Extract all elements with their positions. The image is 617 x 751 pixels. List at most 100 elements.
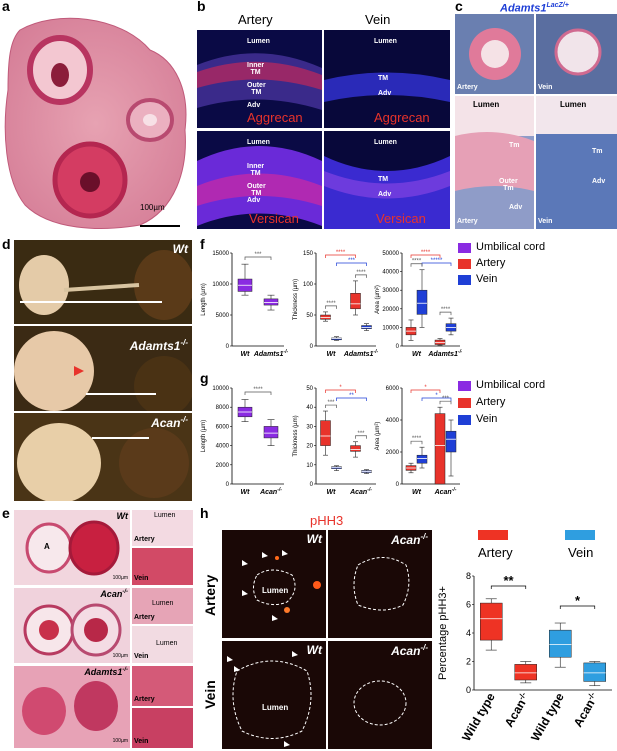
significance-label: ****: [336, 250, 346, 256]
significance-label: *: [424, 385, 427, 391]
x-tick-label: Wt: [241, 351, 251, 358]
y-axis-label: Area (µm²): [375, 285, 381, 314]
y-tick-label: 4000: [216, 444, 230, 450]
y-tick-label: 4000: [386, 418, 400, 424]
y-tick-label: 6000: [386, 386, 400, 392]
legend-h-artery-label: Artery: [478, 545, 513, 560]
significance-bracket: **: [336, 393, 367, 401]
x-tick-label: Wild type: [528, 690, 567, 743]
legend-h-vein-label: Vein: [568, 545, 594, 560]
y-tick-label: 20000: [382, 307, 399, 313]
box-vein: [583, 661, 606, 687]
panel-b-label: b: [197, 0, 206, 14]
y-tick-label: 40: [306, 405, 313, 411]
x-tick-label: Acan-/-: [349, 487, 372, 496]
y-tick-label: 0: [310, 344, 314, 350]
box-vein: [416, 269, 428, 328]
panel-h-wt-vein: Wt Lumen: [222, 641, 326, 749]
y-tick-label: 10000: [212, 386, 229, 392]
y-tick-label: 30000: [382, 288, 399, 294]
box-artery: [350, 441, 361, 458]
box-body: [416, 289, 428, 315]
box-vein: [331, 465, 342, 471]
y-tick-label: 10000: [382, 325, 399, 331]
significance-label: *: [339, 385, 342, 391]
panel-b-vein-aggrecan: Lumen TM Adv Aggrecan: [324, 30, 450, 128]
x-tick-label: Adamts1-/-: [253, 349, 288, 358]
significance-bracket: ****: [325, 301, 337, 309]
panel-e-adamts1-vein-zoom: Vein: [132, 708, 193, 748]
significance-label: ****: [412, 259, 422, 265]
significance-label: ***: [327, 400, 335, 406]
bracket-line: [325, 305, 337, 309]
panel-e-adamts1-section: Adamts1-/- 100µm: [14, 666, 130, 748]
significance-bracket: **: [490, 573, 527, 589]
significance-bracket: ***: [355, 431, 367, 439]
panel-d-adamts1-photo: Adamts1-/-: [14, 326, 192, 411]
significance-label: *: [435, 393, 438, 399]
significance-bracket: ****: [410, 250, 441, 258]
significance-label: ***: [348, 258, 356, 264]
box-artery: [320, 311, 331, 322]
legend-g-umbilical-label: Umbilical cord: [476, 379, 546, 391]
box-vein: [331, 336, 342, 341]
bracket-line: [355, 435, 367, 439]
legend-g-artery-label: Artery: [476, 396, 506, 408]
y-tick-label: 2: [466, 657, 471, 667]
x-tick-label: Acan-/-: [571, 690, 602, 729]
y-tick-label: 4: [466, 628, 471, 638]
panel-c-vein-top: Vein: [536, 14, 617, 94]
box-body: [350, 293, 361, 310]
legend-umbilical-swatch: [458, 243, 471, 253]
y-tick-label: 10: [306, 463, 313, 469]
y-tick-label: 0: [226, 344, 230, 350]
panel-d-wt-photo: Wt: [14, 240, 192, 324]
significance-bracket: *: [410, 385, 441, 393]
panel-d-acan-photo: Acan-/-: [14, 413, 192, 501]
y-tick-label: 6: [466, 600, 471, 610]
box-artery: [405, 462, 417, 474]
y-tick-label: 50: [306, 313, 313, 319]
significance-bracket: ***: [244, 252, 272, 260]
significance-bracket: ***: [325, 400, 337, 409]
legend-g-vein-label: Vein: [476, 413, 498, 425]
legend-g-umbilical-swatch: [458, 381, 471, 391]
significance-label: **: [349, 393, 354, 399]
significance-label: ****: [253, 387, 263, 393]
legend-artery-swatch: [458, 259, 471, 269]
y-tick-label: 0: [226, 482, 230, 488]
box-body: [320, 420, 331, 446]
y-tick-label: 0: [310, 482, 314, 488]
y-axis-label: Length (µm): [201, 283, 207, 315]
y-axis-label: Area (µm²): [375, 422, 381, 451]
bracket-line: [244, 391, 272, 395]
significance-bracket: ****: [325, 250, 356, 258]
bracket-line: [559, 605, 596, 609]
legend-umbilical-label: Umbilical cord: [476, 241, 546, 253]
legend-artery-label: Artery: [476, 257, 506, 269]
significance-label: ****: [441, 307, 451, 313]
y-tick-label: 50: [306, 386, 313, 392]
bracket-line: [410, 440, 423, 445]
significance-label: ****: [356, 270, 366, 276]
bracket-line: [439, 311, 452, 316]
box-vein: [416, 446, 428, 469]
y-tick-label: 2000: [216, 463, 230, 469]
legend-h-artery-swatch: [478, 530, 508, 540]
box-body: [480, 602, 503, 641]
significance-bracket: ****: [410, 259, 423, 267]
bracket-line: [410, 389, 441, 393]
bracket-line: [439, 400, 452, 405]
y-tick-label: 100: [303, 282, 314, 288]
significance-label: ****: [412, 436, 422, 442]
box-vein: [361, 469, 372, 474]
panel-b-artery-aggrecan: Lumen Inner TM Outer TM Adv Aggrecan: [197, 30, 322, 128]
y-tick-label: 50000: [382, 251, 399, 257]
box-body: [445, 430, 457, 453]
y-tick-label: 2000: [386, 450, 400, 456]
